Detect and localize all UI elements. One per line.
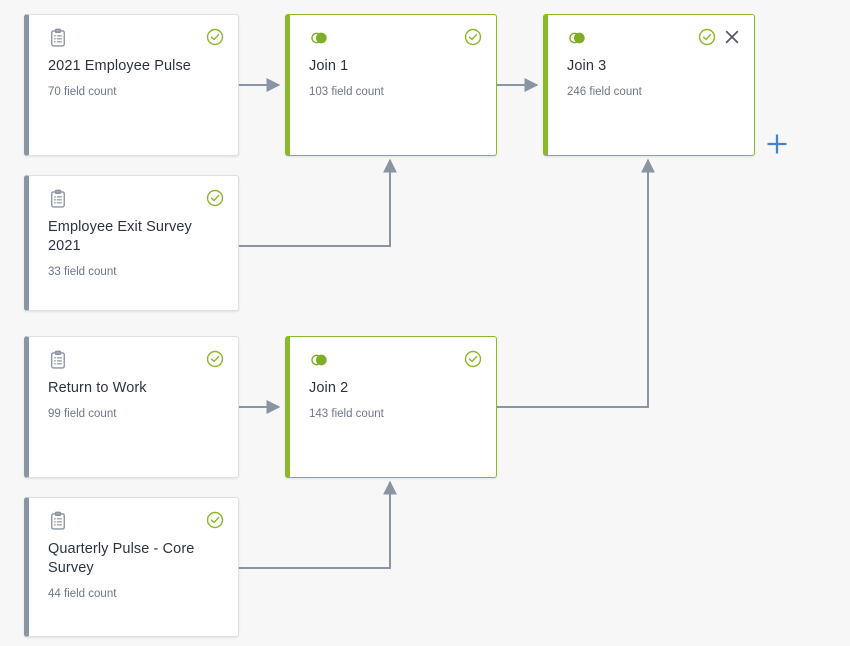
node-title: Join 3 [567, 58, 607, 74]
source-node-2021-employee-pulse[interactable]: 2021 Employee Pulse 70 field count [24, 14, 239, 156]
join-venn-icon [569, 32, 585, 44]
close-icon[interactable] [724, 29, 740, 45]
join-node-join-3[interactable]: Join 3 246 field count [543, 14, 755, 156]
node-field-count: 44 field count [48, 588, 117, 600]
check-circle-icon [206, 511, 224, 529]
node-header-actions [206, 511, 224, 529]
node-header-actions [698, 28, 740, 46]
node-header [29, 15, 238, 57]
node-field-count: 103 field count [309, 86, 384, 98]
check-circle-icon [464, 350, 482, 368]
join-venn-icon [311, 354, 327, 366]
clipboard-icon [51, 350, 65, 369]
source-node-return-to-work[interactable]: Return to Work 99 field count [24, 336, 239, 478]
join-venn-icon [311, 32, 327, 44]
join-node-join-1[interactable]: Join 1 103 field count [285, 14, 497, 156]
node-header-actions [206, 350, 224, 368]
clipboard-icon [51, 511, 65, 530]
node-header [29, 498, 238, 540]
node-header [29, 337, 238, 379]
node-field-count: 70 field count [48, 86, 117, 98]
source-node-employee-exit-survey-2021[interactable]: Employee Exit Survey 2021 33 field count [24, 175, 239, 311]
node-header [29, 176, 238, 218]
check-circle-icon [206, 28, 224, 46]
node-field-count: 33 field count [48, 266, 117, 278]
node-title: Return to Work [48, 380, 147, 396]
node-header-actions [206, 189, 224, 207]
check-circle-icon [206, 189, 224, 207]
check-circle-icon [698, 28, 716, 46]
node-field-count: 143 field count [309, 408, 384, 420]
node-header [290, 15, 496, 57]
clipboard-icon [51, 189, 65, 208]
node-title: Join 1 [309, 58, 349, 74]
node-field-count: 246 field count [567, 86, 642, 98]
edge-source2-join2 [238, 158, 397, 247]
check-circle-icon [206, 350, 224, 368]
node-header [548, 15, 754, 57]
node-title: Quarterly Pulse - Core Survey [48, 541, 195, 576]
node-header-actions [464, 28, 482, 46]
node-title: Employee Exit Survey 2021 [48, 219, 192, 254]
node-header-actions [464, 350, 482, 368]
join-node-join-2[interactable]: Join 2 143 field count [285, 336, 497, 478]
check-circle-icon [464, 28, 482, 46]
plus-icon[interactable] [764, 131, 790, 157]
node-header-actions [206, 28, 224, 46]
clipboard-icon [51, 28, 65, 47]
edge-source4-join2 [238, 480, 397, 569]
source-node-quarterly-pulse-core-survey[interactable]: Quarterly Pulse - Core Survey 44 field c… [24, 497, 239, 637]
add-step-button[interactable] [764, 131, 790, 157]
edge-join2-join3 [496, 158, 655, 408]
node-title: 2021 Employee Pulse [48, 58, 191, 74]
node-field-count: 99 field count [48, 408, 117, 420]
node-title: Join 2 [309, 380, 349, 396]
node-header [290, 337, 496, 379]
